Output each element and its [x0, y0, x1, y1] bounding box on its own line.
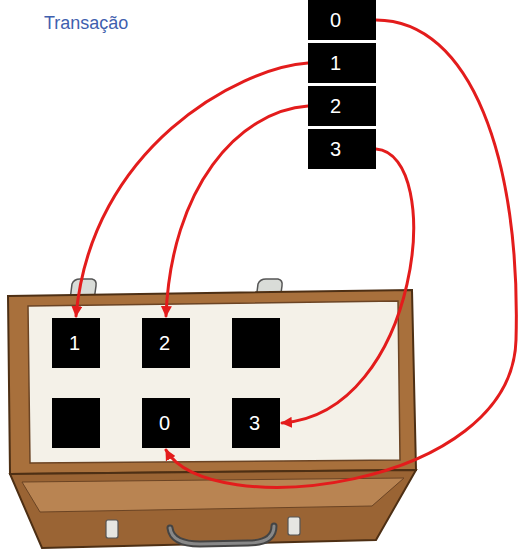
suitcase-slot: 0: [142, 398, 190, 448]
handle: [170, 526, 274, 544]
suitcase-slot: 3: [232, 398, 280, 448]
slot-number: 3: [330, 139, 341, 159]
body-rim: [22, 478, 404, 512]
handle: [170, 526, 274, 544]
slide-title: Transação: [44, 13, 128, 34]
arrow-connector: [166, 106, 308, 316]
arrow-connector: [166, 20, 516, 487]
arrow-connector: [282, 149, 414, 423]
arrow-connector: [76, 63, 308, 316]
slot-number: 0: [330, 10, 341, 30]
latch: [288, 517, 300, 535]
suitcase-lid: [8, 290, 416, 474]
suitcase-slot: 1: [52, 318, 100, 368]
slot-number: 3: [249, 413, 260, 433]
queue-item: 3: [308, 129, 376, 169]
empty-slot: [52, 398, 100, 448]
queue-item: 1: [308, 43, 376, 83]
slot-number: 2: [330, 96, 341, 116]
slot-number: 2: [159, 333, 170, 353]
queue-item: 0: [308, 0, 376, 40]
slot-number: 1: [330, 53, 341, 73]
queue-item: 2: [308, 86, 376, 126]
suitcase-slot: 2: [142, 318, 190, 368]
empty-slot: [232, 318, 280, 368]
latch: [106, 520, 118, 538]
slot-number: 0: [159, 413, 170, 433]
slot-number: 1: [69, 333, 80, 353]
lid-lining: [28, 301, 400, 463]
suitcase-body: [10, 470, 416, 548]
